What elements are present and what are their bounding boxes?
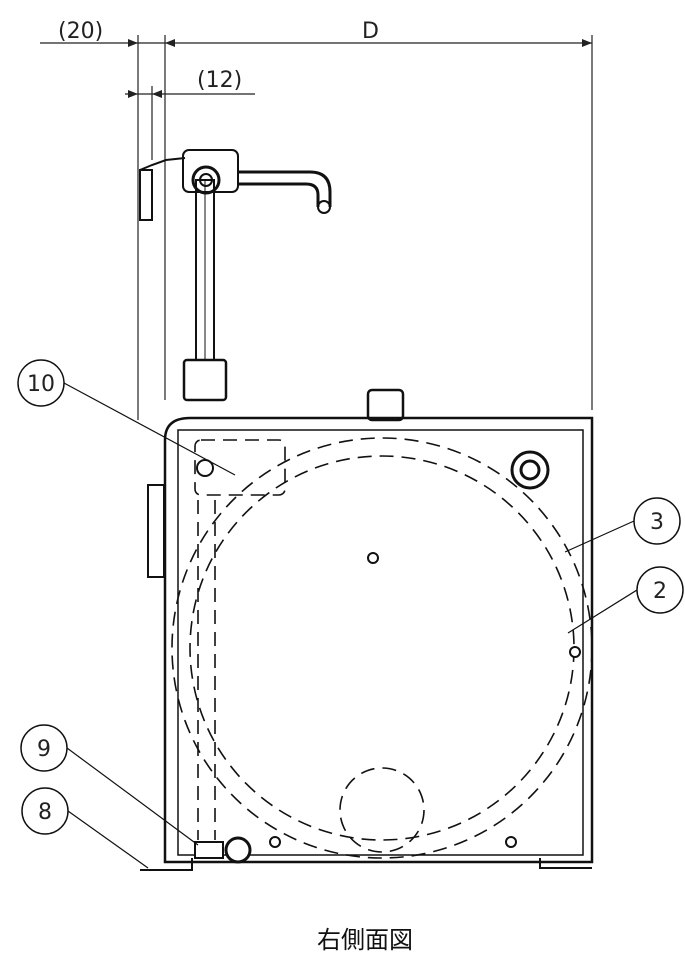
base-feet: [140, 858, 592, 871]
callout-3: 3: [564, 497, 681, 553]
dimension-depth: D: [362, 19, 379, 44]
view-caption: 右側面図: [317, 926, 413, 954]
callout-2: 2: [567, 566, 684, 634]
dimension-lines: [40, 35, 593, 420]
callout-9-label: 9: [37, 737, 51, 762]
dimension-left-offset: (20): [58, 19, 103, 44]
dimension-arrows: [128, 39, 592, 98]
callout-8-label: 8: [38, 800, 52, 825]
fittings: [194, 459, 581, 864]
callout-8: 8: [21, 787, 149, 869]
callout-10-label: 10: [27, 372, 55, 397]
callout-3-label: 3: [650, 510, 664, 535]
hidden-circles: [171, 437, 593, 859]
callout-10: 10: [17, 359, 236, 476]
callout-9: 9: [20, 724, 199, 846]
faucet-assembly: [139, 149, 332, 402]
tank-body: [147, 388, 594, 864]
callout-2-label: 2: [653, 579, 667, 604]
dimension-inner-offset: (12): [197, 68, 242, 93]
